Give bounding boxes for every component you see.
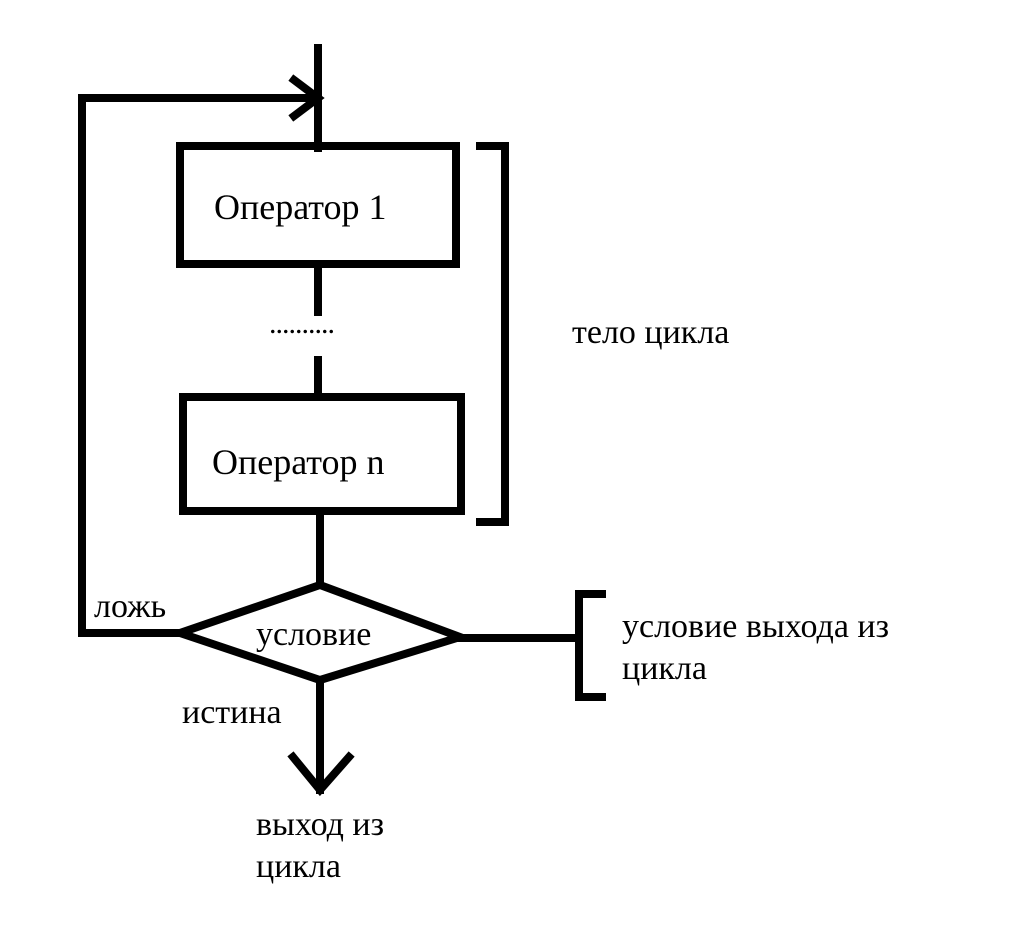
condition-label: условие — [256, 616, 372, 653]
false-branch-label: ложь — [94, 588, 167, 625]
loop-body-label: тело цикла — [572, 314, 730, 351]
exit-condition-bracket — [575, 590, 606, 701]
loop-body-bracket — [476, 142, 509, 526]
operator-n-label: Оператор n — [212, 442, 385, 482]
loop-exit-label: выход из цикла — [256, 806, 385, 885]
operator-1-label: Оператор 1 — [214, 187, 387, 227]
ellipsis-label: .......... — [269, 307, 335, 340]
exit-condition-label: условие выхода из цикла — [622, 608, 890, 687]
true-branch-label: истина — [182, 694, 282, 731]
loop-back-line — [78, 94, 322, 637]
loop-back-arrowhead — [288, 74, 325, 122]
exit-arrowhead — [287, 751, 355, 797]
